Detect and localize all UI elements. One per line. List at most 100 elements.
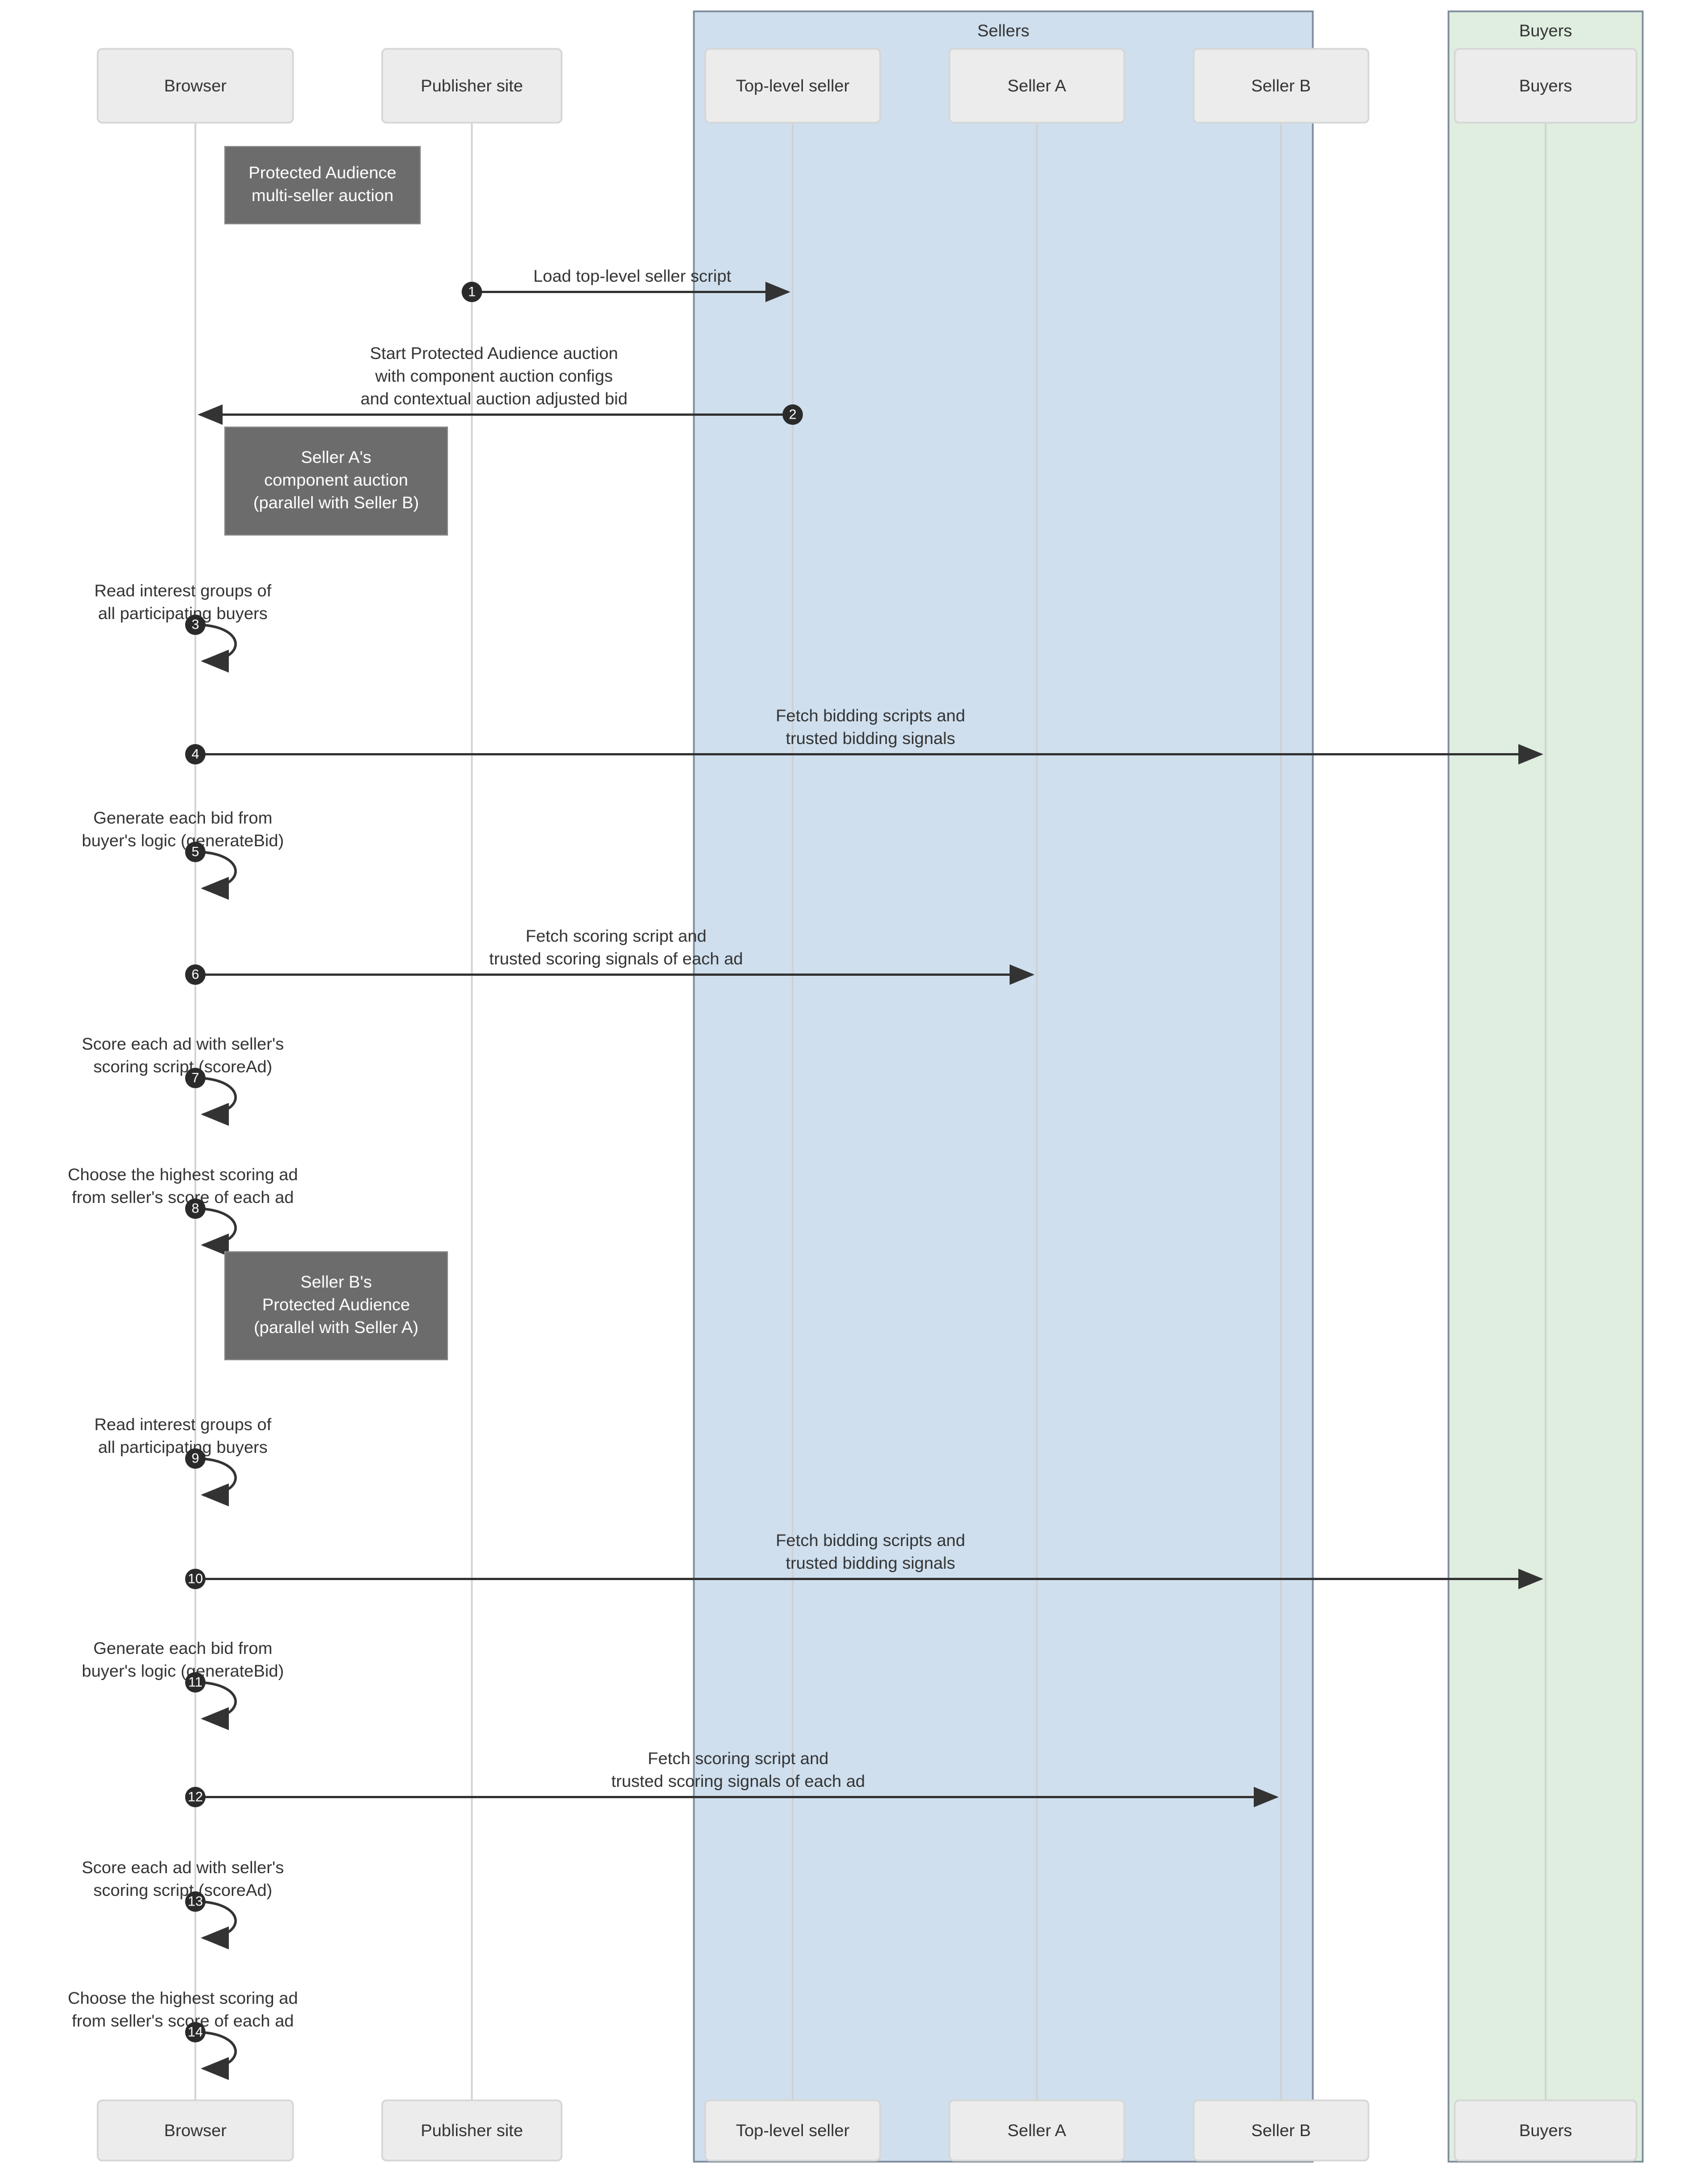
actor-box-browser-top[interactable] [97, 48, 294, 124]
lifelines-layer [194, 49, 1547, 2161]
note-box-note-1 [224, 146, 421, 224]
badge-circle-6 [185, 964, 206, 985]
message-4: Fetch bidding scripts and trusted bidding… [185, 707, 1543, 764]
badge-number-2: 2 [789, 407, 796, 423]
message-label-6-line-1: Fetch scoring script and [526, 927, 706, 946]
actor-publisher-top[interactable]: Publisher site [381, 48, 563, 124]
badge-number-11: 11 [189, 1675, 203, 1690]
actor-sellera-bottom[interactable]: Seller A [948, 2099, 1125, 2162]
actor-label-sellerb-top: Seller B [1251, 77, 1311, 95]
sequence-number-badge-14: 14 [185, 2022, 206, 2042]
self-message-arrow-11 [195, 1681, 237, 1731]
group-label-buyers: Buyers [1519, 22, 1572, 40]
message-label-14-line-2: from seller's score of each ad [72, 2012, 294, 2030]
badge-circle-9 [185, 1448, 206, 1469]
sequence-number-badge-8: 8 [185, 1198, 206, 1219]
badge-number-5: 5 [191, 845, 199, 860]
actor-box-buyers-bottom[interactable] [1454, 2099, 1638, 2162]
message-label-1-line-1: Load top-level seller script [533, 267, 731, 286]
badge-circle-13 [185, 1891, 206, 1912]
actor-label-sellerb-bottom: Seller B [1251, 2121, 1311, 2140]
message-label-8-line-1: Choose the highest scoring ad [68, 1165, 298, 1184]
actor-sellerb-top[interactable]: Seller B [1192, 48, 1370, 124]
actor-box-sellera-top[interactable] [948, 48, 1125, 124]
actor-box-topseller-top[interactable] [704, 48, 881, 124]
actor-browser-top[interactable]: Browser [97, 48, 294, 124]
note-box-note-3 [224, 1251, 448, 1360]
note-text-note-3-line-3: (parallel with Seller A) [254, 1318, 418, 1337]
message-label-4-line-2: trusted bidding signals [786, 729, 956, 748]
sequence-number-badge-1: 1 [462, 282, 482, 302]
actor-browser-bottom[interactable]: Browser [97, 2099, 294, 2162]
note-text-note-1-line-2: multi-seller auction [252, 186, 393, 205]
message-label-2-line-2: with component auction configs [375, 367, 613, 386]
group-background-sellers [693, 10, 1314, 2163]
actor-box-browser-bottom[interactable] [97, 2099, 294, 2162]
sequence-number-badge-5: 5 [185, 842, 206, 862]
sequence-number-badge-6: 6 [185, 964, 206, 985]
actor-box-topseller-bottom[interactable] [704, 2099, 881, 2162]
sequence-number-badge-11: 11 [185, 1672, 206, 1693]
message-label-10-line-1: Fetch bidding scripts and [776, 1531, 965, 1550]
sequence-number-badge-13: 13 [185, 1891, 206, 1912]
actor-topseller-top[interactable]: Top-level seller [704, 48, 881, 124]
badge-number-4: 4 [191, 747, 199, 762]
actor-label-buyers-top: Buyers [1519, 77, 1572, 95]
sequence-number-badge-2: 2 [782, 404, 803, 425]
badge-number-9: 9 [191, 1451, 199, 1466]
sequence-number-badge-10: 10 [185, 1569, 206, 1589]
actor-label-topseller-bottom: Top-level seller [736, 2121, 849, 2140]
note-text-note-2-line-2: component auction [264, 471, 408, 490]
message-label-10-line-2: trusted bidding signals [786, 1554, 956, 1573]
actor-sellerb-bottom[interactable]: Seller B [1192, 2099, 1370, 2162]
actor-buyers-bottom[interactable]: Buyers [1454, 2099, 1638, 2162]
badge-number-14: 14 [188, 2025, 203, 2040]
actor-box-publisher-top[interactable] [381, 48, 563, 124]
badge-number-13: 13 [188, 1894, 203, 1910]
actor-box-sellera-bottom[interactable] [948, 2099, 1125, 2162]
badge-circle-10 [185, 1569, 206, 1589]
actor-publisher-bottom[interactable]: Publisher site [381, 2099, 563, 2162]
self-message-arrow-9 [195, 1457, 237, 1507]
actor-label-publisher-bottom: Publisher site [421, 2121, 523, 2140]
actor-box-publisher-bottom[interactable] [381, 2099, 563, 2162]
actor-box-buyers-top[interactable] [1454, 48, 1638, 124]
message-label-13-line-1: Score each ad with seller's [82, 1858, 284, 1877]
message-10: Fetch bidding scripts and trusted bidding… [185, 1531, 1543, 1589]
badge-circle-4 [185, 744, 206, 764]
message-label-4-line-1: Fetch bidding scripts and [776, 707, 965, 725]
badge-circle-8 [185, 1198, 206, 1219]
note-text-note-3-line-2: Protected Audience [262, 1296, 410, 1314]
actor-buyers-top[interactable]: Buyers [1454, 48, 1638, 124]
actor-group-sellers: Sellers [693, 10, 1314, 2163]
self-message-arrow-8 [195, 1207, 237, 1257]
actor-sellera-top[interactable]: Seller A [948, 48, 1125, 124]
message-label-7-line-1: Score each ad with seller's [82, 1035, 284, 1054]
badge-number-7: 7 [191, 1071, 199, 1086]
badge-circle-3 [185, 615, 206, 635]
message-label-5-line-1: Generate each bid from [93, 809, 272, 828]
badge-number-1: 1 [468, 285, 475, 300]
actor-topseller-bottom[interactable]: Top-level seller [704, 2099, 881, 2162]
badge-number-6: 6 [191, 967, 199, 983]
group-label-sellers: Sellers [977, 22, 1029, 40]
self-message-arrow-14 [195, 2030, 237, 2080]
self-message-arrow-5 [195, 850, 237, 900]
actor-label-publisher-top: Publisher site [421, 77, 523, 95]
self-message-arrow-3 [195, 623, 237, 673]
self-message-arrow-7 [195, 1076, 237, 1126]
actor-label-sellera-bottom: Seller A [1007, 2121, 1066, 2140]
actor-box-sellerb-top[interactable] [1192, 48, 1370, 124]
actor-box-sellerb-bottom[interactable] [1192, 2099, 1370, 2162]
